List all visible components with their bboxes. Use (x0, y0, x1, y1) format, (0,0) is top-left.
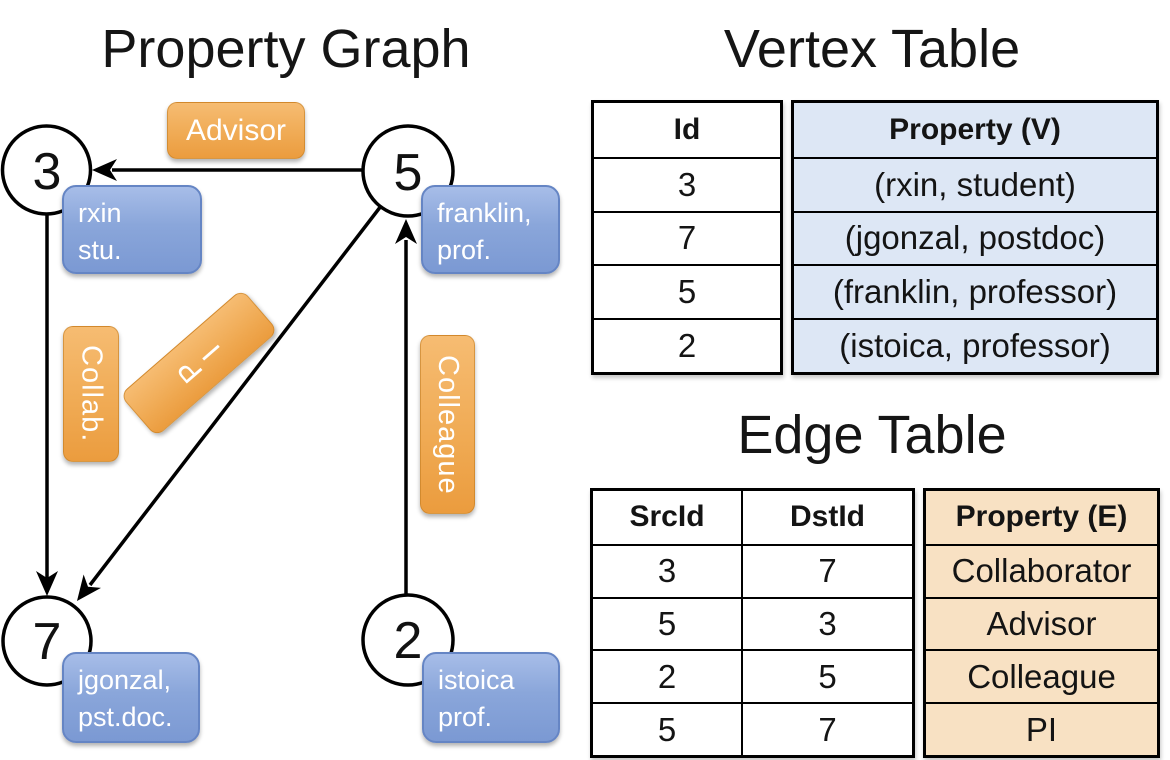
edge-table-row: 2 5 (593, 649, 912, 703)
vertex-property-cell: (rxin, student) (794, 156, 1156, 211)
node-id-3: 3 (32, 143, 62, 201)
edge-src-cell: 5 (593, 598, 743, 650)
edge-property-cell: Colleague (926, 649, 1157, 703)
edge-line-5-to-7 (88, 204, 383, 587)
vertex-property-line: stu. (78, 235, 122, 265)
edge-table-property-column: Property (E) Collaborator Advisor Collea… (923, 488, 1160, 758)
property-graph-title: Property Graph (101, 19, 471, 79)
vertex-id-cell: 5 (594, 264, 780, 318)
edge-dst-cell: 7 (818, 710, 837, 748)
vertex-property-cell: (franklin, professor) (794, 264, 1156, 319)
edge-label-advisor: Advisor (167, 102, 305, 159)
edge-table-row: 3 7 (593, 543, 912, 597)
pi-letter-i: I (196, 338, 227, 367)
edge-property-cell: PI (926, 702, 1157, 755)
arrowhead-into-7-diagonal (77, 574, 101, 601)
edge-table-header-row: SrcId DstId (593, 491, 912, 544)
arrowhead-into-7-vertical (36, 571, 58, 596)
edge-dst-cell: 5 (818, 657, 837, 695)
vertex-table-property-column: Property (V) (rxin, student) (jgonzal, p… (791, 100, 1159, 375)
edge-dst-cell: 3 (818, 604, 837, 642)
node-id-5: 5 (393, 144, 423, 202)
edge-property-cell: Advisor (926, 596, 1157, 650)
vertex-id-cell: 3 (594, 156, 780, 211)
vertex-property-cell: (jgonzal, postdoc) (794, 210, 1156, 265)
node-id-7: 7 (32, 613, 62, 671)
edge-label-collab: Collab. (63, 326, 119, 462)
vertex-property-box-5: franklin, prof. (421, 185, 560, 274)
vertex-property-line: prof. (437, 235, 492, 265)
vertex-property-box-2: istoica prof. (422, 652, 560, 743)
vertex-property-line: franklin, (437, 198, 532, 228)
edge-dst-cell: 7 (818, 552, 837, 590)
vertex-table-id-column: Id 3 7 5 2 (591, 100, 783, 375)
vertex-id-cell: 2 (594, 318, 780, 372)
vertex-table-title: Vertex Table (723, 19, 1021, 79)
edge-col-header-dstid: DstId (790, 500, 865, 534)
node-id-2: 2 (393, 612, 423, 670)
vertex-property-box-7: jgonzal, pst.doc. (62, 652, 200, 743)
arrowhead-into-5 (395, 219, 417, 244)
edge-src-cell: 2 (593, 651, 743, 703)
vertex-property-line: jgonzal, (78, 665, 172, 695)
edge-table-row: 5 7 (593, 702, 912, 755)
vertex-col-header-id: Id (673, 112, 701, 146)
edge-property-cell: Collaborator (926, 543, 1157, 597)
edge-col-header-property: Property (E) (926, 491, 1157, 544)
arrowhead-into-3 (92, 159, 117, 181)
edge-src-cell: 5 (593, 704, 743, 755)
edge-table-id-columns: SrcId DstId 3 7 5 3 2 5 5 7 (590, 488, 915, 758)
vertex-col-header-property: Property (V) (794, 103, 1156, 157)
vertex-property-line: istoica (438, 665, 515, 695)
edge-table-row: 5 3 (593, 596, 912, 650)
vertex-property-line: pst.doc. (78, 702, 173, 732)
vertex-property-line: rxin (78, 198, 122, 228)
vertex-id-cell: 7 (594, 210, 780, 265)
vertex-property-line: prof. (438, 702, 493, 732)
edge-src-cell: 3 (593, 545, 743, 597)
edge-table-title: Edge Table (737, 405, 1007, 465)
edge-col-header-srcid: SrcId (593, 491, 743, 544)
edge-label-colleague: Colleague (420, 335, 475, 514)
vertex-property-box-3: rxin stu. (62, 185, 202, 274)
vertex-property-cell: (istoica, professor) (794, 318, 1156, 372)
